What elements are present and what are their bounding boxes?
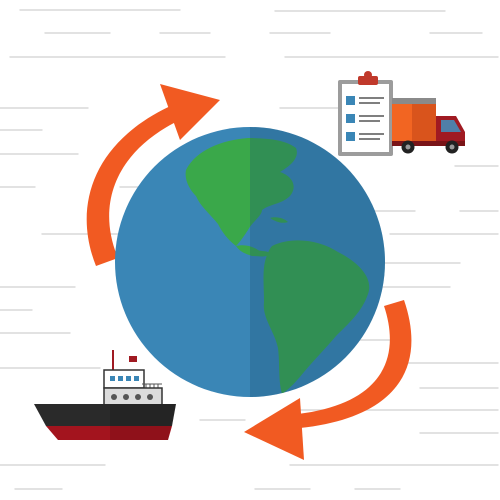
cycle-arrow-icon (244, 300, 412, 460)
cycle-arrow-icon (86, 84, 220, 266)
clipboard-checklist-icon (338, 71, 393, 156)
cargo-ship-icon (34, 350, 176, 440)
globe-icon (115, 127, 385, 397)
delivery-truck-icon (392, 98, 465, 154)
speed-lines (0, 9, 499, 490)
